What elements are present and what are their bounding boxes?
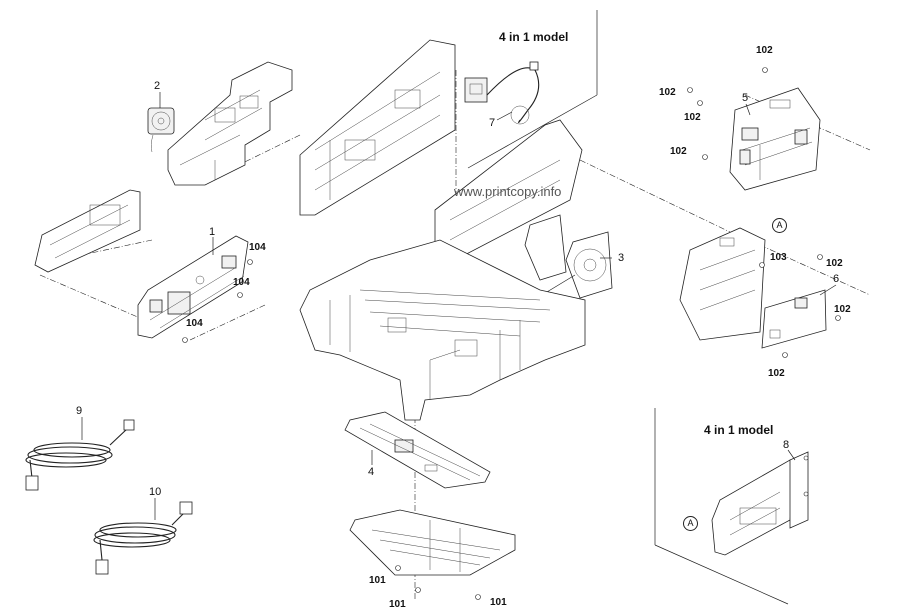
part-10-power-cord bbox=[93, 501, 193, 575]
screw-label-102-low: 102 bbox=[670, 146, 687, 157]
section-title-bottom-right: 4 in 1 model bbox=[704, 423, 774, 437]
screw-label-102-r1: 102 bbox=[826, 258, 843, 269]
watermark-text: www.printcopy.info bbox=[454, 184, 562, 199]
part-9-power-cord bbox=[25, 419, 135, 491]
screw-label-101-c: 101 bbox=[490, 597, 507, 608]
screw-label-101-a: 101 bbox=[369, 575, 386, 586]
left-side-plate bbox=[34, 189, 141, 273]
part-7-fax-unit-cable bbox=[464, 61, 540, 125]
part-1-power-board bbox=[137, 235, 249, 339]
screw-label-102-mid: 102 bbox=[684, 112, 701, 123]
part-6-interface-board bbox=[761, 289, 827, 349]
part-3-fan bbox=[524, 214, 613, 299]
screw-label-102-r2: 102 bbox=[834, 304, 851, 315]
callout-leaders bbox=[81, 92, 837, 520]
controller-shield-box bbox=[679, 227, 766, 341]
callout-6: 6 bbox=[833, 273, 840, 285]
callout-9: 9 bbox=[76, 405, 83, 417]
section-title-top: 4 in 1 model bbox=[499, 30, 569, 44]
part-8-fax-unit bbox=[711, 451, 809, 556]
reference-marker-a-upper: A bbox=[772, 218, 787, 233]
reference-marker-a-lower: A bbox=[683, 516, 698, 531]
callout-8: 8 bbox=[783, 439, 790, 451]
screw-label-104-b: 104 bbox=[233, 277, 250, 288]
part-center-frame-plate bbox=[299, 39, 456, 216]
screw-label-104-c: 104 bbox=[186, 318, 203, 329]
part-5-controller-board bbox=[729, 87, 821, 191]
screw-label-103: 103 bbox=[770, 252, 787, 263]
callout-2: 2 bbox=[154, 80, 161, 92]
callout-10: 10 bbox=[149, 486, 162, 498]
screw-label-102-r3: 102 bbox=[768, 368, 785, 379]
callout-3: 3 bbox=[618, 252, 625, 264]
callout-7: 7 bbox=[489, 117, 496, 129]
section-divider-top bbox=[467, 10, 598, 169]
screw-label-104-a: 104 bbox=[249, 242, 266, 253]
part-bottom-plate bbox=[349, 509, 516, 576]
part-4-main-board bbox=[344, 411, 491, 489]
part-2-fan-bracket bbox=[147, 61, 293, 186]
callout-4: 4 bbox=[368, 466, 375, 478]
callout-1: 1 bbox=[209, 226, 216, 238]
section-divider-bottom-right bbox=[654, 408, 789, 605]
screw-label-101-b: 101 bbox=[389, 599, 406, 610]
callout-5: 5 bbox=[742, 92, 749, 104]
main-chassis bbox=[299, 239, 586, 421]
screw-label-102-top: 102 bbox=[756, 45, 773, 56]
screws bbox=[182, 67, 841, 600]
screw-label-102-left: 102 bbox=[659, 87, 676, 98]
